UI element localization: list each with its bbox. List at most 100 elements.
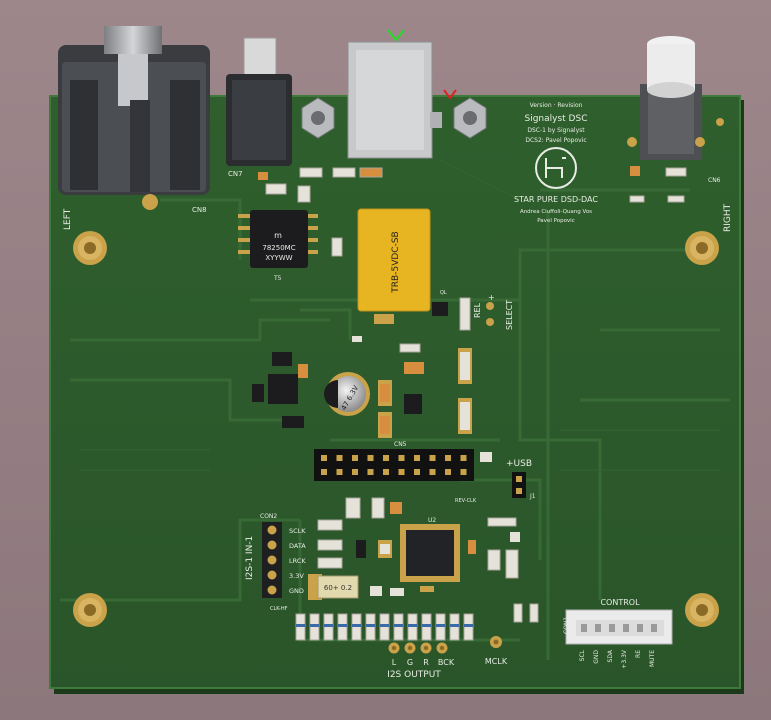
cn5-pin <box>367 469 374 475</box>
control-pin[interactable] <box>623 624 629 632</box>
board-title: Signalyst DSC <box>525 114 588 124</box>
u2-label: U2 <box>428 517 436 524</box>
control-pin-label: MUTE <box>649 650 656 667</box>
resistor-band <box>422 624 431 627</box>
mclk-label: MCLK <box>485 657 508 666</box>
pad-hole <box>439 645 445 651</box>
cn6-label: CN6 <box>708 177 721 184</box>
smd-parts-relay-area <box>331 237 494 342</box>
i2s-input-title: I2S-1 IN-1 <box>245 536 255 580</box>
control-pin[interactable] <box>609 624 615 632</box>
standoff-right-icon <box>453 97 487 139</box>
relay-marking: TRB-5VDC-SB <box>391 231 401 293</box>
resistor-band <box>394 624 403 627</box>
mounting-hole-top-left <box>73 231 107 265</box>
control-pin[interactable] <box>651 624 657 632</box>
resistor-band <box>296 624 305 627</box>
i2s-output-pad-label: R <box>423 658 429 667</box>
board-line2: DCS2: Pavel Popovic <box>525 137 586 144</box>
t5-regulator-chip-icon: m <box>238 210 318 268</box>
copper-traces <box>60 188 730 660</box>
i2s-input-pin-label: LRCK <box>289 557 306 565</box>
mclk-pad-icon <box>490 636 502 648</box>
output-resistor-array <box>295 613 474 641</box>
usb-label: +USB <box>506 459 532 469</box>
ql-label: QL <box>440 290 447 296</box>
board-version-label: Version · Revision <box>530 102 583 109</box>
control-pin-label: +3.3V <box>621 649 628 669</box>
chip-area-smd-parts <box>317 497 520 596</box>
dac-chip-icon <box>400 524 460 582</box>
credits-line1: Andrea Ciuffoli-Quang Vos <box>520 209 592 215</box>
resistor-band <box>352 624 361 627</box>
mounting-hole-top-right <box>685 231 719 265</box>
cn5-pin <box>398 469 405 475</box>
power-section-parts <box>252 343 472 438</box>
j1-usb-header-icon <box>512 472 526 498</box>
right-label: RIGHT <box>723 203 733 232</box>
i2s-output-pad-label: BCK <box>438 658 455 667</box>
cn7-connector-icon <box>226 37 292 166</box>
control-pin[interactable] <box>637 624 643 632</box>
rel-plus-label: + <box>488 293 495 302</box>
cn5-side-part <box>480 452 492 462</box>
i2s-input-pin[interactable] <box>267 525 277 535</box>
board-line1: DSC-1 by Signalyst <box>527 127 585 134</box>
resistor-band <box>408 624 417 627</box>
left-label: LEFT <box>63 208 73 230</box>
resistor-band <box>464 624 473 627</box>
t5-chip-marking-2: XYYWW <box>265 254 292 262</box>
resistor-band <box>310 624 319 627</box>
resistor-band <box>450 624 459 627</box>
standoff-left-icon <box>301 97 335 139</box>
i2s-output-title: I2S OUTPUT <box>387 670 441 680</box>
control-connector-icon <box>565 609 673 645</box>
rca-jack-icon <box>627 36 724 160</box>
cn5-pin <box>367 455 374 461</box>
mounting-hole-bottom-left <box>73 593 107 627</box>
product-name: STAR PURE DSD-DAC <box>514 195 598 204</box>
t5-chip-marking-1: 78250MC <box>262 244 295 252</box>
svg-text:m: m <box>274 231 282 240</box>
i2s-input-pin[interactable] <box>267 585 277 595</box>
i2s-input-pin[interactable] <box>267 540 277 550</box>
relay-icon <box>357 208 431 312</box>
cn5-pin <box>383 469 389 475</box>
i2s-input-pin[interactable] <box>267 555 277 565</box>
brand-logo-icon <box>535 147 577 189</box>
con1-label: CON1 <box>563 617 570 634</box>
cn5-pin <box>336 455 343 461</box>
cn8-label: CN8 <box>192 206 207 214</box>
select-label: SELECT <box>505 300 514 330</box>
i2s-output-pad-label: G <box>407 658 413 667</box>
pad-hole <box>423 645 429 651</box>
pad-hole <box>407 645 413 651</box>
usb-module-icon <box>347 29 457 159</box>
rel-label: REL <box>473 302 482 318</box>
cn5-pin <box>352 469 358 475</box>
ground-fill-lines <box>80 159 720 471</box>
rev-clk-label: REV-CLK <box>455 498 477 504</box>
cn5-label: CN5 <box>394 441 407 448</box>
clk-hf-label: CLK-HF <box>270 606 288 612</box>
i2s-input-pin-label: DATA <box>289 542 306 550</box>
control-pin[interactable] <box>595 624 601 632</box>
i2s-input-pin-label: SCLK <box>289 527 306 535</box>
cn5-pin <box>383 455 389 461</box>
i2s-input-pin[interactable] <box>267 570 277 580</box>
control-pin-label: SDA <box>607 649 614 662</box>
i2s-input-connector-icon <box>262 522 282 598</box>
control-pin[interactable] <box>581 624 587 632</box>
resistor-row-top <box>258 166 687 203</box>
cn5-pin <box>460 455 467 461</box>
resistor-band <box>366 624 375 627</box>
j1-label: J1 <box>529 493 536 500</box>
crystal-oscillator-icon <box>308 574 359 600</box>
i2s-input-pin-label: GND <box>289 587 304 595</box>
cn5-pin <box>445 469 451 475</box>
resistor-band <box>338 624 347 627</box>
i2s-output-pad-label: L <box>392 658 397 667</box>
crystal-marking: 60+ 0.2 <box>324 584 352 592</box>
